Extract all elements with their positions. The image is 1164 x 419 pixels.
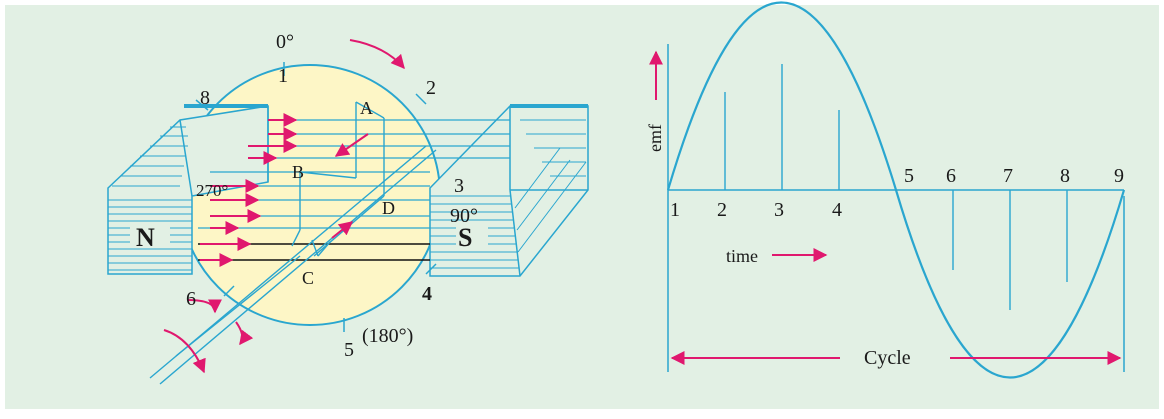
point-label-2: 2 bbox=[717, 199, 727, 221]
angle-right-label: 90° bbox=[450, 205, 478, 227]
point-label-8: 8 bbox=[1060, 165, 1070, 187]
point-label-3: 3 bbox=[774, 199, 784, 221]
sine-wave bbox=[666, 1, 1126, 379]
position-5-label: 5 bbox=[344, 339, 354, 361]
position-3-label: 3 bbox=[454, 175, 464, 197]
coil-a-label: A bbox=[360, 98, 373, 118]
point-label-5: 5 bbox=[904, 165, 914, 187]
position-1-label: 1 bbox=[278, 65, 288, 87]
point-label-4: 4 bbox=[832, 199, 842, 221]
coil-b-label: B bbox=[292, 162, 304, 182]
flux-arrows bbox=[200, 113, 369, 267]
time-label: time bbox=[726, 246, 758, 266]
waveform-graph bbox=[666, 1, 1126, 379]
emf-label: emf bbox=[645, 124, 665, 152]
waveform-labels: emf time Cycle 1 2 3 4 5 6 7 8 9 bbox=[645, 124, 1124, 369]
waveform-arrows bbox=[649, 50, 1122, 365]
position-4-label: 4 bbox=[422, 283, 432, 305]
position-6-label: 6 bbox=[186, 288, 196, 310]
ordinates bbox=[724, 64, 1068, 310]
angle-bottom-label: (180°) bbox=[362, 325, 413, 347]
rotation-arrows bbox=[163, 39, 405, 374]
coil-c-label: C bbox=[302, 268, 314, 288]
north-pole-label: N bbox=[136, 223, 155, 252]
angle-top-label: 0° bbox=[276, 31, 294, 53]
north-pole bbox=[107, 104, 269, 275]
position-8-label: 8 bbox=[200, 87, 210, 109]
armature-coil bbox=[291, 101, 385, 257]
generator-labels: 0° 270° 90° (180°) 1 2 3 4 5 6 8 A B C D… bbox=[136, 31, 478, 361]
point-label-1: 1 bbox=[670, 199, 680, 221]
point-label-6: 6 bbox=[946, 165, 956, 187]
point-label-7: 7 bbox=[1003, 165, 1013, 187]
point-label-9: 9 bbox=[1114, 165, 1124, 187]
cycle-label: Cycle bbox=[864, 347, 911, 369]
coil-d-label: D bbox=[382, 198, 395, 218]
position-2-label: 2 bbox=[426, 77, 436, 99]
generator-diagram bbox=[107, 62, 589, 385]
rotor-shaft bbox=[149, 145, 437, 385]
south-pole-label: S bbox=[458, 223, 472, 252]
position-ticks bbox=[195, 62, 437, 332]
angle-left-label: 270° bbox=[196, 181, 228, 200]
south-pole bbox=[429, 104, 589, 277]
